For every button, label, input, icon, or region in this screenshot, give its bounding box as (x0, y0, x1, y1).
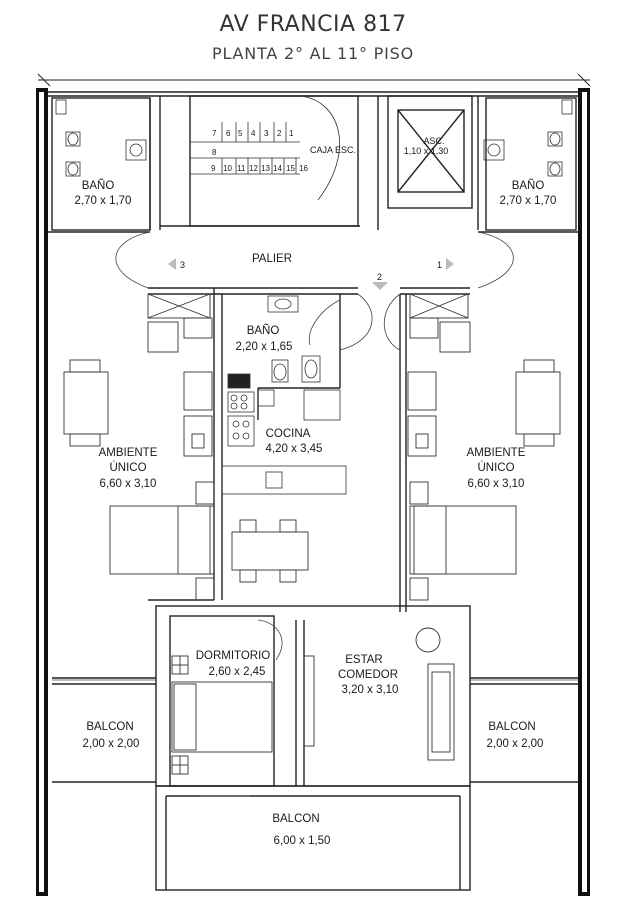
stair-step-number: 8 (212, 148, 217, 157)
dormitorio-label: DORMITORIO (196, 650, 271, 662)
balcon-bottom-dims: 6,00 x 1,50 (274, 835, 331, 847)
ambiente-right-dims: 6,60 x 3,10 (468, 478, 525, 490)
stair-step-number: 16 (299, 164, 308, 173)
elevator-label: ASC. (423, 136, 444, 146)
bano-left-label: BAÑO (82, 179, 115, 192)
stair-label: CAJA ESC. (310, 145, 356, 155)
stair-step-number: 12 (249, 164, 258, 173)
palier-label: PALIER (252, 253, 292, 265)
stair-step-number: 13 (261, 164, 270, 173)
stair-step-number: 15 (286, 164, 295, 173)
dormitorio-dims: 2,60 x 2,45 (209, 666, 266, 678)
balcon-right-dims: 2,00 x 2,00 (487, 738, 544, 750)
furniture-left-unit (63, 293, 215, 601)
stair-treads (190, 95, 340, 201)
estar-line1: ESTAR (345, 654, 383, 666)
furniture-right-unit (407, 293, 561, 601)
stair-step-number: 6 (226, 129, 231, 138)
stair-step-number: 10 (223, 164, 232, 173)
kitchen-fixtures (221, 295, 347, 495)
ambiente-right-line1: AMBIENTE (467, 447, 526, 459)
cocina-dims: 4,20 x 3,45 (266, 443, 323, 455)
cocina-label: COCINA (266, 428, 311, 440)
bano-right-label: BAÑO (512, 179, 545, 192)
ambiente-left-line1: AMBIENTE (99, 447, 158, 459)
plan-title: AV FRANCIA 817 (219, 12, 407, 37)
unit-marker-arrow-2 (372, 282, 388, 290)
furniture-lower-unit (171, 627, 455, 775)
unit-marker-3: 3 (180, 260, 185, 270)
stair-step-number: 11 (237, 164, 246, 173)
unit-marker-arrow-3 (168, 258, 176, 270)
unit-marker-1: 1 (437, 260, 442, 270)
interior-walls (48, 91, 578, 891)
plan-subtitle: PLANTA 2° AL 11° PISO (212, 44, 414, 63)
stair-step-number: 2 (277, 129, 282, 138)
balcon-bottom-label: BALCON (272, 813, 319, 825)
stair-step-number: 7 (212, 129, 217, 138)
bath-fixtures-left (55, 99, 147, 177)
unit-markers: 3 2 1 (168, 258, 454, 290)
ambiente-right-line2: ÚNICO (477, 461, 514, 474)
bano-right-dims: 2,70 x 1,70 (500, 195, 557, 207)
balcon-right-label: BALCON (488, 721, 535, 733)
unit-marker-2: 2 (377, 272, 382, 282)
stair-step-number: 9 (211, 164, 216, 173)
exterior-walls (36, 88, 590, 896)
bano-center-label: BAÑO (247, 324, 280, 337)
estar-dims: 3,20 x 3,10 (342, 684, 399, 696)
unit-marker-arrow-1 (446, 258, 454, 270)
balcony-railings (52, 679, 578, 797)
elevator-dims: 1,10 x 1,30 (404, 146, 449, 156)
balcon-left-dims: 2,00 x 2,00 (83, 738, 140, 750)
top-boundary-line (37, 73, 591, 87)
bath-fixtures-right (483, 99, 573, 177)
stair-step-number: 3 (264, 129, 269, 138)
ambiente-left-line2: ÚNICO (109, 461, 146, 474)
ambiente-left-dims: 6,60 x 3,10 (100, 478, 157, 490)
bano-left-dims: 2,70 x 1,70 (75, 195, 132, 207)
stair-step-number: 14 (273, 164, 282, 173)
stair-step-number: 5 (238, 129, 243, 138)
stair-step-number: 1 (289, 129, 294, 138)
bano-center-dims: 2,20 x 1,65 (236, 341, 293, 353)
estar-line2: COMEDOR (338, 669, 398, 681)
door-swings (115, 231, 514, 661)
stair-step-number: 4 (251, 129, 256, 138)
stair-step-numbers: 7 6 5 4 3 2 1 8 9 10 11 12 13 14 15 16 (211, 129, 308, 173)
room-labels: CAJA ESC. ASC. 1,10 x 1,30 BAÑO 2,70 x 1… (75, 136, 557, 847)
dining-set (231, 519, 309, 583)
balcon-left-label: BALCON (86, 721, 133, 733)
